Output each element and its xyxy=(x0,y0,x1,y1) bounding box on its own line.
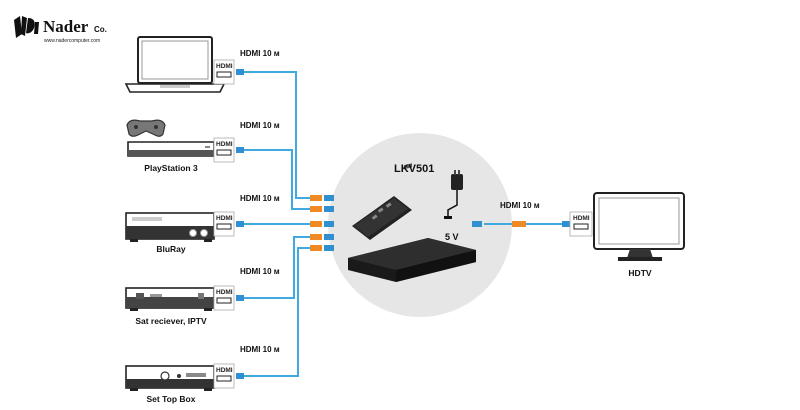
cable-laptop xyxy=(238,71,312,199)
brand-url: www.nadercomputer.com xyxy=(44,38,100,44)
hub-connector-4 xyxy=(310,234,334,240)
cable-label-playstation: HDMI 10 м xyxy=(240,121,280,130)
brand-suffix: Co. xyxy=(94,25,107,34)
plug-playstation xyxy=(236,147,244,153)
port-sat: HDMI xyxy=(213,285,235,311)
port-settop: HDMI xyxy=(213,363,235,389)
source-cables xyxy=(238,71,568,377)
logo-mark-icon xyxy=(14,16,39,38)
hub-connector-1 xyxy=(310,195,334,201)
set-top-box-icon xyxy=(125,365,215,391)
device-label-sat: Sat reciever, IPTV xyxy=(135,316,207,326)
hdmi-switch-icon xyxy=(348,163,476,282)
cable-label-hdtv: HDMI 10 м xyxy=(500,201,540,210)
device-label-playstation: PlayStation 3 xyxy=(144,163,198,173)
power-adapter-icon xyxy=(444,170,463,219)
remote-control-icon xyxy=(352,196,412,240)
hub-connector-5 xyxy=(310,245,334,251)
brand-name: Nader xyxy=(43,17,89,36)
port-hdtv: HDMI xyxy=(569,211,593,237)
device-label-bluray: BluRay xyxy=(156,244,186,254)
plug-bluray xyxy=(236,221,244,227)
port-bluray: HDMI xyxy=(213,211,235,237)
bluray-player-icon xyxy=(125,212,215,242)
laptop-icon xyxy=(124,36,226,93)
plug-hdtv xyxy=(562,221,570,227)
hub-output-connector xyxy=(472,221,526,227)
device-plugs xyxy=(236,69,570,379)
port-playstation-label: HDMI xyxy=(216,141,233,148)
port-sat-label: HDMI xyxy=(216,289,233,296)
satellite-receiver-icon xyxy=(125,287,215,311)
switch-model-label: LKV501 xyxy=(394,163,434,175)
cable-sat xyxy=(238,236,312,299)
port-bluray-label: HDMI xyxy=(216,215,233,222)
cable-playstation xyxy=(238,149,312,210)
port-hdtv-label: HDMI xyxy=(573,215,590,222)
plug-settop xyxy=(236,373,244,379)
cable-settop xyxy=(238,247,312,377)
cable-label-bluray: HDMI 10 м xyxy=(240,194,280,203)
port-playstation: HDMI xyxy=(213,137,235,163)
device-label-settop: Set Top Box xyxy=(147,394,196,404)
hub-connector-3 xyxy=(310,221,334,227)
hub-connector-2 xyxy=(310,206,334,212)
cable-label-laptop: HDMI 10 м xyxy=(240,49,280,58)
port-settop-label: HDMI xyxy=(216,367,233,374)
cable-label-sat: HDMI 10 м xyxy=(240,267,280,276)
gamepad-icon xyxy=(126,119,166,137)
console-icon xyxy=(127,141,215,157)
brand-logo: Nader Co. www.nadercomputer.com xyxy=(14,16,107,44)
hdtv-icon xyxy=(593,192,685,261)
device-label-hdtv: HDTV xyxy=(628,268,651,278)
cable-label-settop: HDMI 10 м xyxy=(240,345,280,354)
hub-input-connectors xyxy=(310,195,334,251)
plug-laptop xyxy=(236,69,244,75)
port-laptop-label: HDMI xyxy=(216,63,233,70)
switch-voltage-label: 5 V xyxy=(445,232,459,242)
plug-sat xyxy=(236,295,244,301)
port-laptop: HDMI xyxy=(213,59,235,85)
